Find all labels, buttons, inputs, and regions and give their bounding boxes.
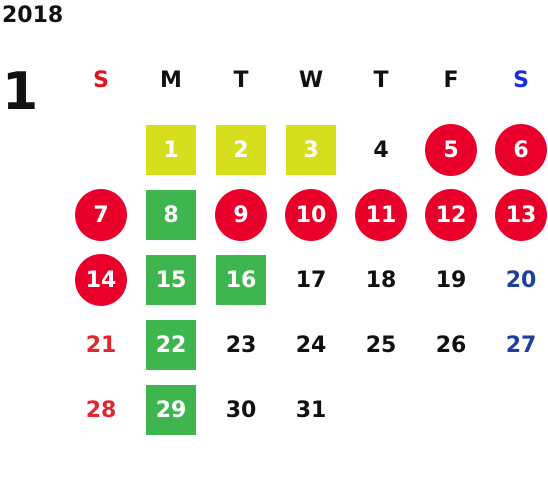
- calendar-day-22[interactable]: 22: [146, 320, 196, 370]
- calendar-day-26[interactable]: 26: [435, 332, 467, 358]
- calendar-day-28[interactable]: 28: [85, 397, 117, 423]
- calendar-day-2[interactable]: 2: [216, 125, 266, 175]
- calendar-day-27[interactable]: 27: [505, 332, 537, 358]
- calendar-day-29[interactable]: 29: [146, 385, 196, 435]
- calendar-day-20[interactable]: 20: [505, 267, 537, 293]
- calendar-day-12[interactable]: 12: [425, 189, 477, 241]
- calendar-day-31[interactable]: 31: [295, 397, 327, 423]
- calendar-day-23[interactable]: 23: [225, 332, 257, 358]
- calendar-day-25[interactable]: 25: [365, 332, 397, 358]
- calendar-month: 1: [2, 62, 39, 122]
- weekday-header-tuesday: T: [233, 67, 249, 93]
- calendar-day-5[interactable]: 5: [425, 124, 477, 176]
- calendar-day-21[interactable]: 21: [85, 332, 117, 358]
- calendar-day-13[interactable]: 13: [495, 189, 547, 241]
- calendar-day-24[interactable]: 24: [295, 332, 327, 358]
- calendar-day-8[interactable]: 8: [146, 190, 196, 240]
- calendar-day-19[interactable]: 19: [435, 267, 467, 293]
- calendar-day-9[interactable]: 9: [215, 189, 267, 241]
- calendar-year: 2018: [2, 3, 64, 28]
- calendar-day-6[interactable]: 6: [495, 124, 547, 176]
- calendar-day-11[interactable]: 11: [355, 189, 407, 241]
- weekday-header-sunday: S: [93, 67, 109, 93]
- calendar-day-16[interactable]: 16: [216, 255, 266, 305]
- weekday-header-friday: F: [443, 67, 459, 93]
- calendar-day-30[interactable]: 30: [225, 397, 257, 423]
- calendar-day-10[interactable]: 10: [285, 189, 337, 241]
- calendar-day-15[interactable]: 15: [146, 255, 196, 305]
- calendar-day-14[interactable]: 14: [75, 254, 127, 306]
- calendar-day-17[interactable]: 17: [295, 267, 327, 293]
- calendar-day-3[interactable]: 3: [286, 125, 336, 175]
- weekday-header-monday: M: [160, 67, 182, 93]
- calendar-day-7[interactable]: 7: [75, 189, 127, 241]
- calendar-day-18[interactable]: 18: [365, 267, 397, 293]
- calendar-day-1[interactable]: 1: [146, 125, 196, 175]
- weekday-header-thursday: T: [373, 67, 389, 93]
- weekday-header-saturday: S: [513, 67, 529, 93]
- calendar-day-4[interactable]: 4: [373, 137, 389, 163]
- weekday-header-wednesday: W: [298, 67, 324, 93]
